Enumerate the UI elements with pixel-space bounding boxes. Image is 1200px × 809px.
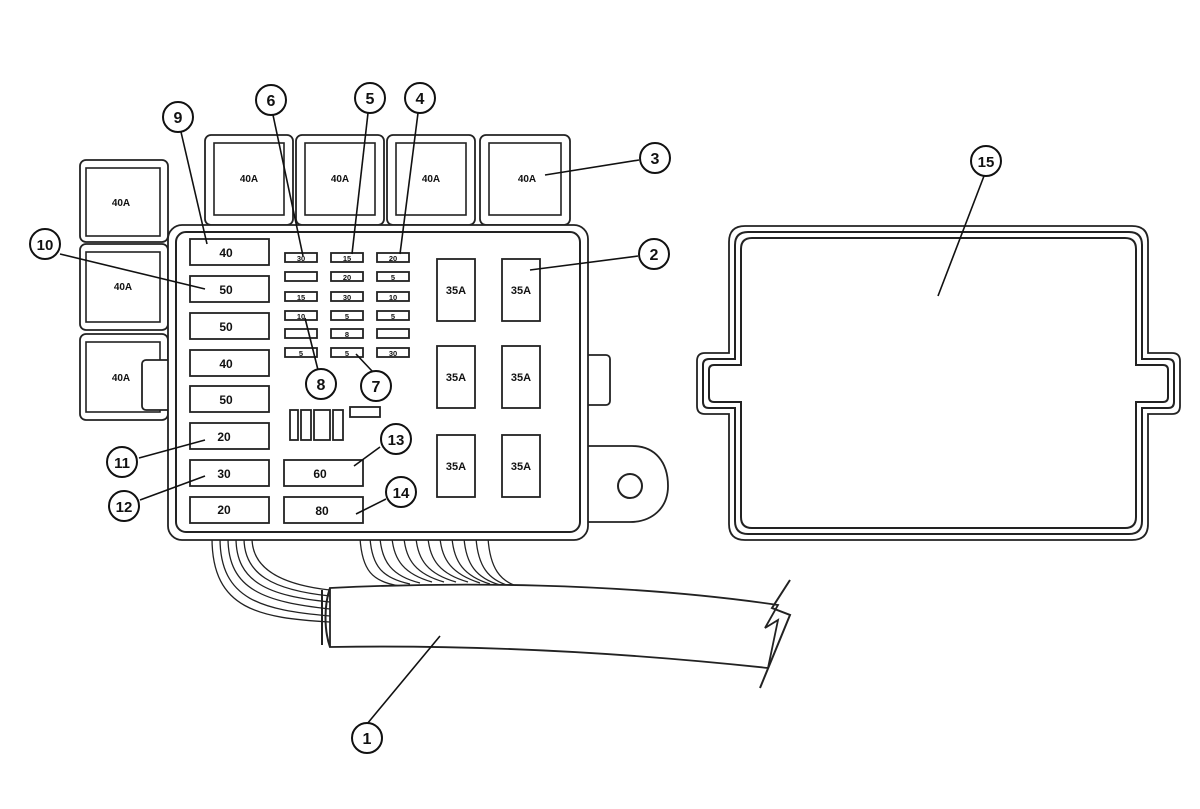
relay-40a-label: 40A bbox=[422, 174, 440, 185]
relay-35a-label: 35A bbox=[511, 285, 531, 297]
callout-13: 13 bbox=[388, 432, 405, 449]
leader-lines bbox=[59, 112, 985, 725]
callout-15: 15 bbox=[978, 154, 995, 171]
wiring-harness bbox=[211, 537, 792, 689]
mini-fuse-label: 30 bbox=[343, 293, 351, 302]
relay-35a-label: 35A bbox=[446, 372, 466, 384]
mini-fuse-label: 10 bbox=[297, 312, 305, 321]
mini-fuse-label: 5 bbox=[391, 312, 395, 321]
connector-slots bbox=[289, 406, 381, 441]
mini-fuse-label: 20 bbox=[389, 254, 397, 263]
callout-1: 1 bbox=[363, 731, 372, 748]
mini-fuse-label: 15 bbox=[343, 254, 351, 263]
relay-35a-label: 35A bbox=[446, 461, 466, 473]
cartridge-fuse-label: 80 bbox=[315, 504, 329, 518]
relays-35a: 35A 35A 35A 35A 35A 35A bbox=[436, 258, 541, 498]
callout-4: 4 bbox=[416, 91, 425, 108]
callout-7: 7 bbox=[372, 379, 381, 396]
callout-8: 8 bbox=[317, 377, 326, 394]
callout-11: 11 bbox=[114, 455, 130, 472]
mini-fuse-grid: 30 15 10 5 15 20 30 5 8 5 20 5 10 5 30 bbox=[284, 252, 410, 358]
mini-fuse-label: 5 bbox=[391, 273, 395, 282]
mini-fuse-label: 15 bbox=[297, 293, 305, 302]
relay-35a-label: 35A bbox=[511, 372, 531, 384]
mini-fuse-label: 5 bbox=[299, 349, 303, 358]
callout-6: 6 bbox=[267, 93, 276, 110]
relay-40a-label: 40A bbox=[518, 174, 536, 185]
callout-3: 3 bbox=[651, 151, 660, 168]
cartridge-fuse-label: 60 bbox=[313, 467, 327, 481]
relay-35a-label: 35A bbox=[511, 461, 531, 473]
callout-5: 5 bbox=[366, 91, 375, 108]
maxi-fuse-label: 20 bbox=[217, 503, 231, 517]
callout-9: 9 bbox=[174, 110, 183, 127]
maxi-fuse-column: 40 50 50 40 50 20 30 20 bbox=[189, 238, 270, 524]
relay-40a-label: 40A bbox=[112, 373, 130, 384]
mini-fuse-label: 10 bbox=[389, 293, 397, 302]
maxi-fuse-label: 50 bbox=[219, 283, 233, 297]
callouts: 1 2 3 4 5 6 7 8 9 10 11 12 13 14 15 bbox=[29, 82, 1002, 754]
maxi-fuse-label: 30 bbox=[217, 467, 231, 481]
callout-14: 14 bbox=[393, 485, 410, 502]
mini-fuse-label: 5 bbox=[345, 349, 349, 358]
mini-fuse-label: 5 bbox=[345, 312, 349, 321]
relay-40a-label: 40A bbox=[114, 282, 132, 293]
maxi-fuse-label: 50 bbox=[219, 320, 233, 334]
relay-40a-label: 40A bbox=[112, 198, 130, 209]
maxi-fuse-label: 40 bbox=[219, 357, 233, 371]
relay-40a-label: 40A bbox=[240, 174, 258, 185]
callout-12: 12 bbox=[116, 499, 133, 516]
cartridge-fuses: 60 80 bbox=[283, 459, 364, 524]
fuse-box-cover bbox=[696, 225, 1181, 541]
callout-10: 10 bbox=[37, 237, 54, 254]
relay-40a-label: 40A bbox=[331, 174, 349, 185]
mini-fuse-label: 30 bbox=[389, 349, 397, 358]
callout-2: 2 bbox=[650, 247, 659, 264]
relay-35a-label: 35A bbox=[446, 285, 466, 297]
maxi-fuse-label: 20 bbox=[217, 430, 231, 444]
maxi-fuse-label: 50 bbox=[219, 393, 233, 407]
mini-fuse-label: 8 bbox=[345, 330, 349, 339]
maxi-fuse-label: 40 bbox=[219, 246, 233, 260]
mini-fuse-label: 30 bbox=[297, 254, 305, 263]
mini-fuse-label: 20 bbox=[343, 273, 351, 282]
